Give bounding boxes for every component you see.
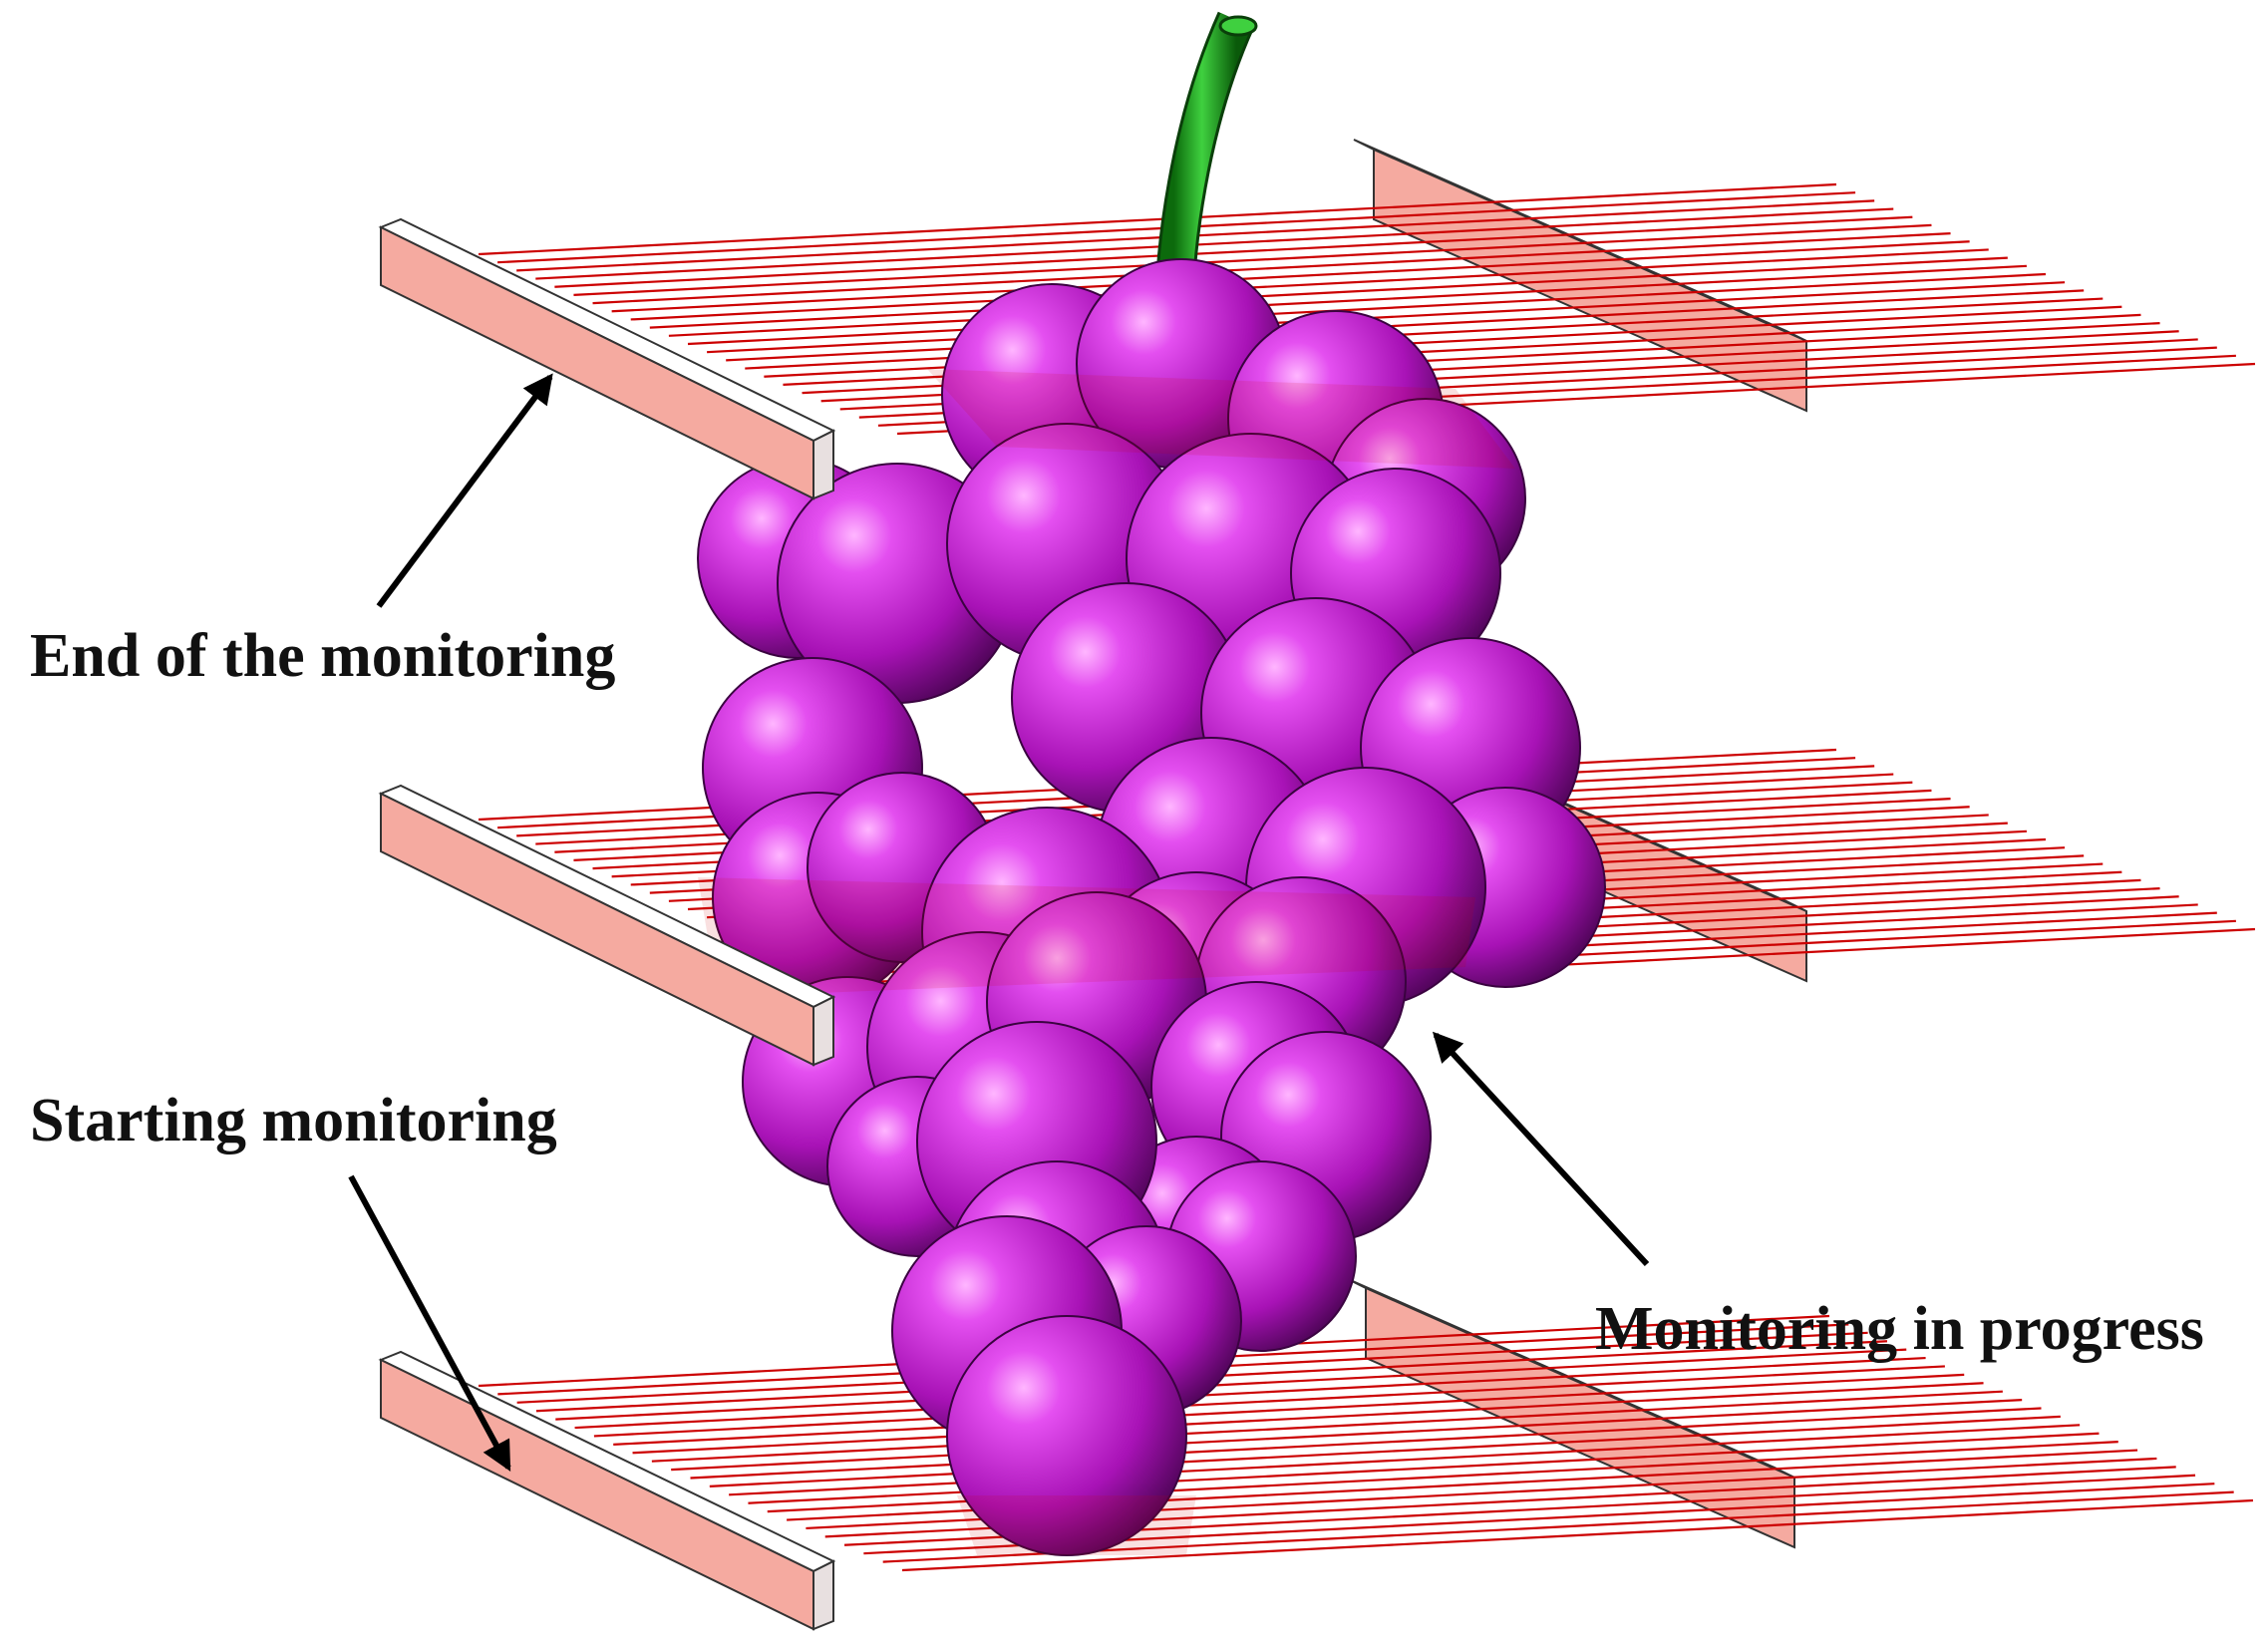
sensor-wire [613,1373,1965,1446]
sensor-wire [707,281,2066,354]
sensor-wire [882,1490,2234,1563]
sensor-wire [632,1382,1984,1455]
sensor-wire [611,240,1970,313]
sensor-wire [687,272,2047,346]
sensor-wire [709,1415,2061,1488]
sensor-wire [593,1365,1945,1438]
sensor-wire [901,1498,2254,1572]
sensor-wire [573,223,1932,297]
sensor-frame-bottom [478,1277,2254,1572]
arrow-to-middle-sensor [1432,1031,1650,1267]
sensor-wire [649,256,2008,329]
sensor-top-front-bar [378,217,836,500]
arrow-to-top-sensor [376,373,553,608]
label-end-of-monitoring: End of the monitoring [30,622,615,690]
label-monitoring-in-progress: Monitoring in progress [1595,1295,2204,1363]
sensor-frame-top [478,139,2256,436]
sensor-middle-front-bar [378,784,836,1067]
arrow-to-bottom-sensor [348,1174,511,1472]
sensor-wire [729,1424,2081,1496]
sensor-middle-front [378,784,1475,1067]
sensor-bottom-front-bar [378,1350,836,1631]
sensor-wire [630,248,1989,321]
sensor-wire [668,264,2027,337]
sensor-wire [554,215,1913,288]
sensor-wire [671,1398,2023,1472]
sensor-wire [574,1356,1926,1430]
grape-berry [946,1315,1187,1556]
sensor-wire [478,182,1837,256]
sensor-wire [690,1407,2042,1480]
sensor-wire [651,1390,2003,1463]
grape-cluster-icon [697,258,1606,1556]
label-starting-monitoring: Starting monitoring [30,1087,557,1154]
sensor-wire [555,1348,1907,1421]
sensor-bottom-wires [478,1314,2254,1572]
sensor-top-wires [478,182,2256,436]
sensor-wire [535,207,1894,280]
sensor-wire [592,231,1951,305]
sensor-top-front [378,217,1515,500]
